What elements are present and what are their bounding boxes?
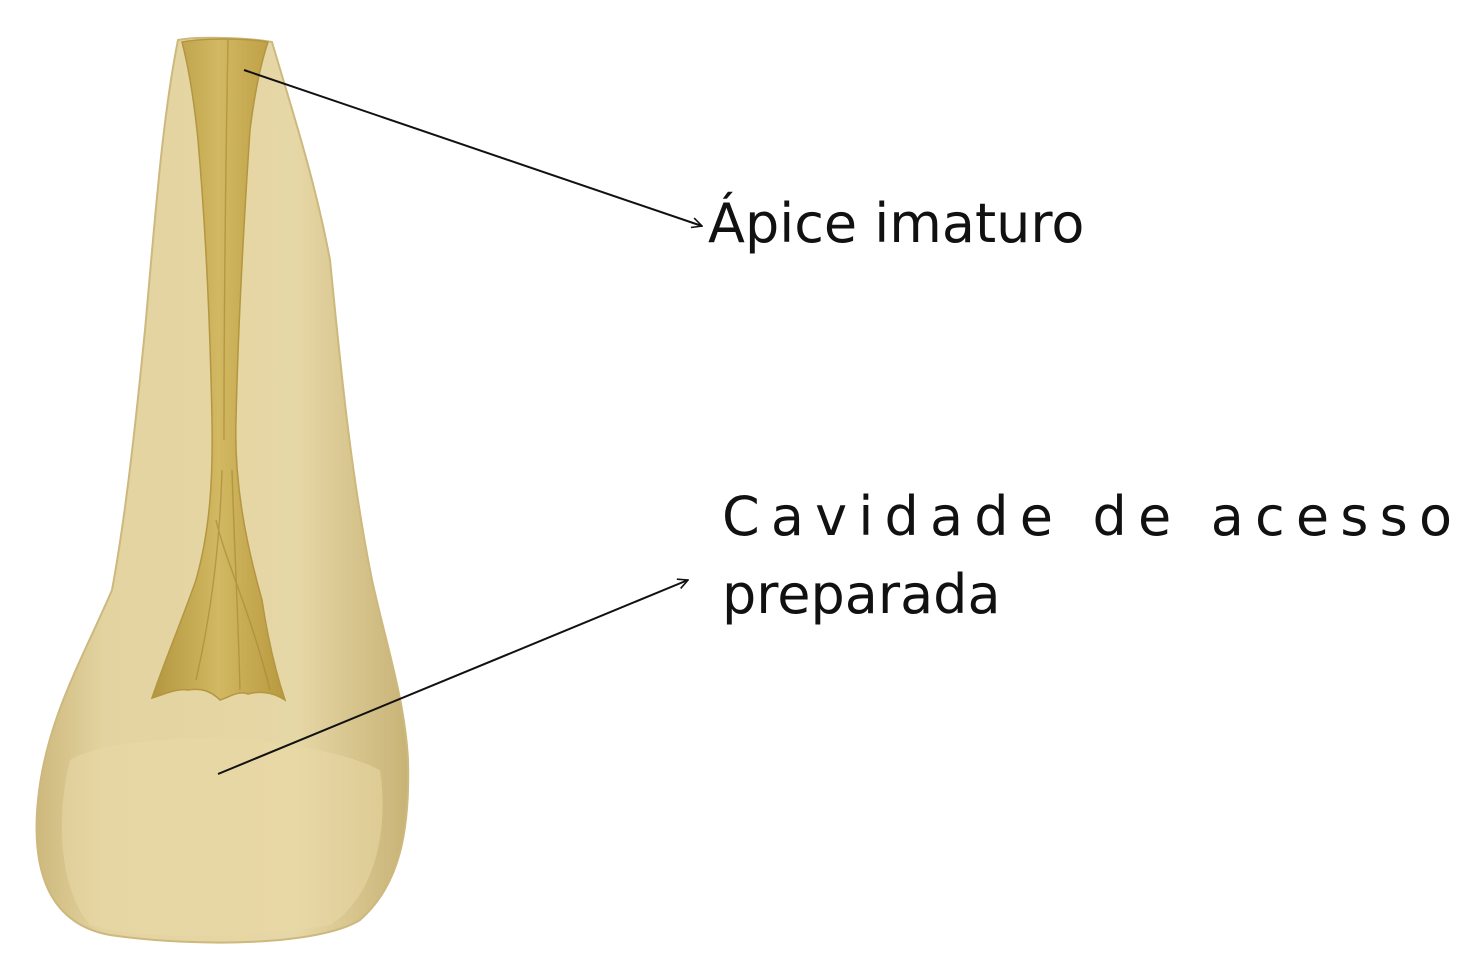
- apex-label: Ápice imaturo: [708, 192, 1084, 255]
- access-label-line1: Cavidade de acesso: [722, 485, 1452, 548]
- access-label-line2: preparada: [722, 563, 1001, 626]
- crown-shading: [62, 739, 383, 937]
